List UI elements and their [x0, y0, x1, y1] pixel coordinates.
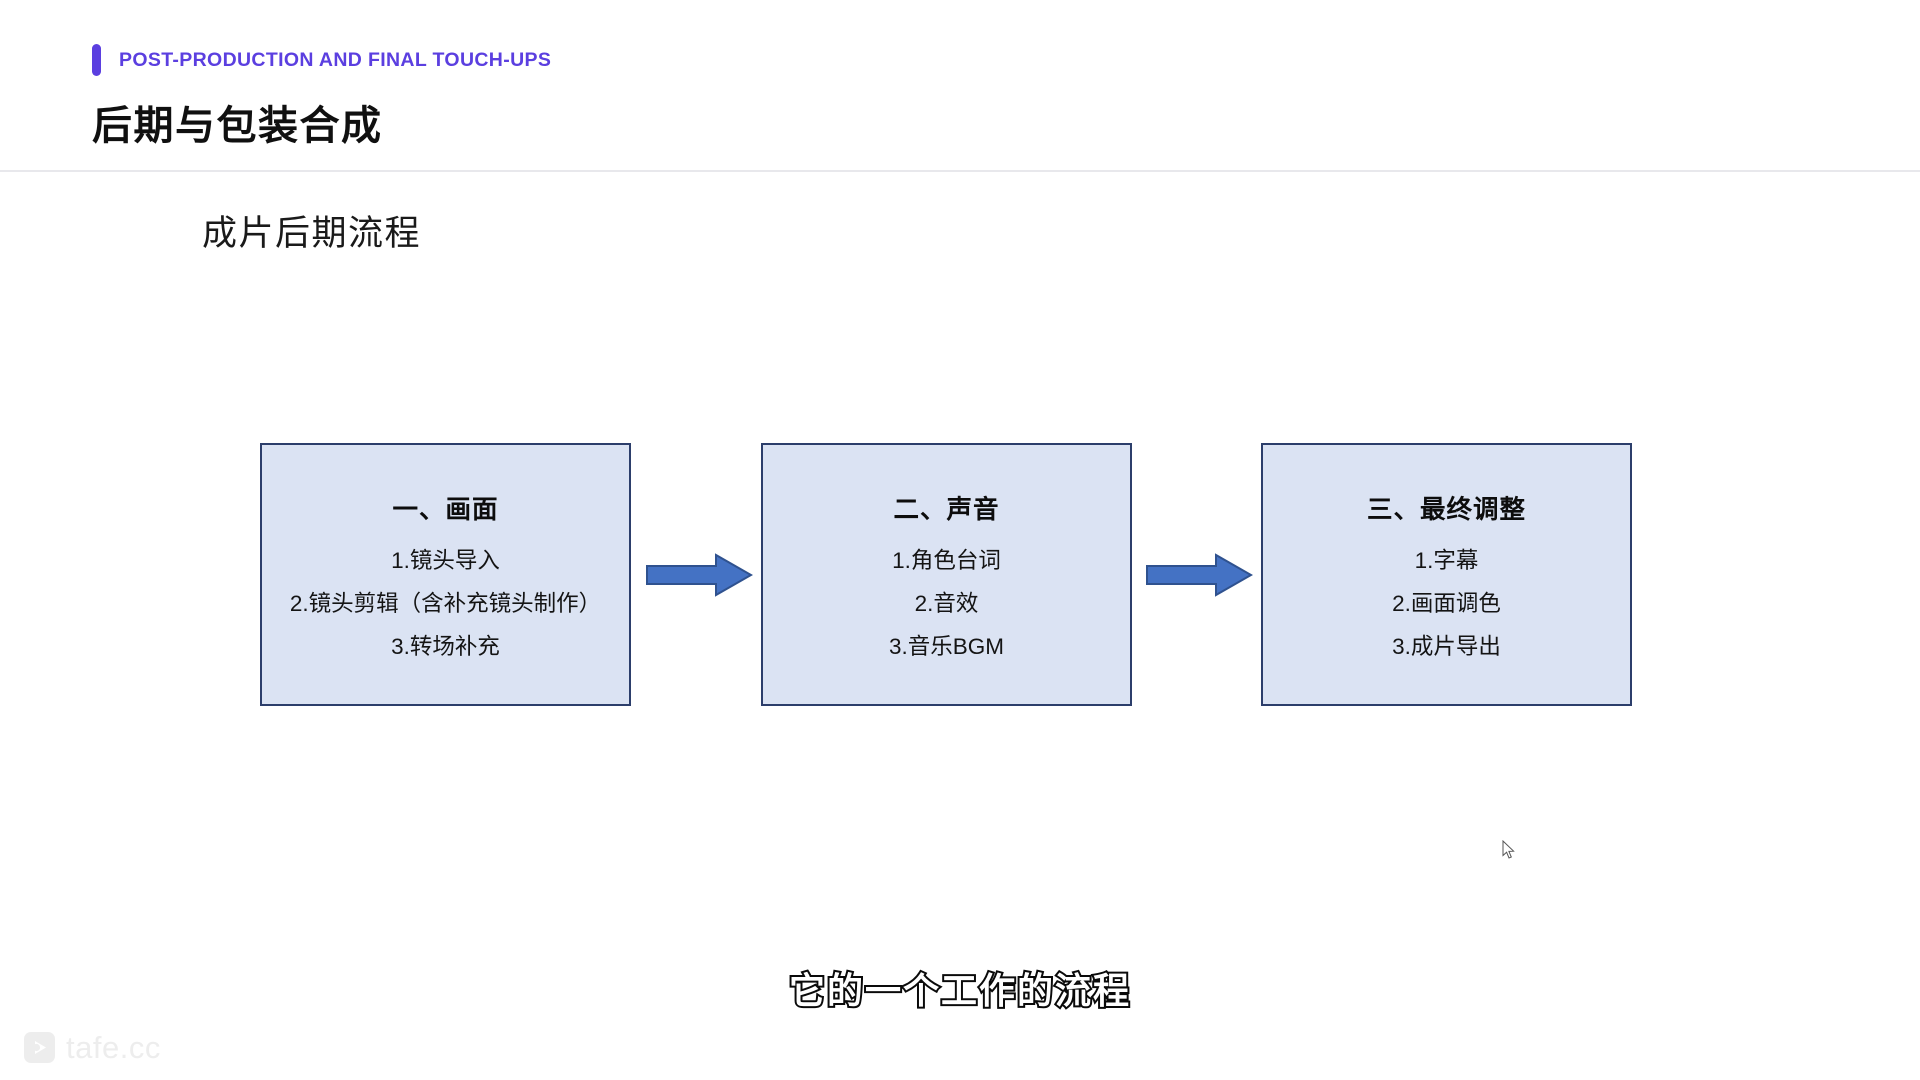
flow-step-box-3: 三、最终调整 1.字幕 2.画面调色 3.成片导出	[1261, 443, 1632, 706]
flow-step-box-1: 一、画面 1.镜头导入 2.镜头剪辑（含补充镜头制作） 3.转场补充	[260, 443, 631, 706]
flow-step-item: 2.画面调色	[1392, 591, 1501, 616]
flow-step-item: 1.镜头导入	[391, 548, 500, 573]
watermark: tafe.cc	[24, 1032, 161, 1063]
header-divider	[0, 170, 1920, 172]
right-arrow-icon	[1146, 553, 1254, 597]
flow-step-item: 2.音效	[914, 591, 979, 616]
flow-step-title: 二、声音	[893, 496, 1000, 524]
slide-header: POST-PRODUCTION AND FINAL TOUCH-UPS 后期与包…	[0, 0, 1920, 172]
right-arrow-icon	[646, 553, 754, 597]
flow-step-item: 1.字幕	[1414, 548, 1479, 573]
watermark-label: tafe.cc	[66, 1030, 161, 1065]
eyebrow-row: POST-PRODUCTION AND FINAL TOUCH-UPS	[92, 44, 551, 76]
play-badge-icon	[24, 1032, 55, 1063]
flow-step-item: 3.成片导出	[1392, 634, 1501, 659]
flow-step-item: 2.镜头剪辑（含补充镜头制作）	[289, 591, 602, 616]
flow-step-box-2: 二、声音 1.角色台词 2.音效 3.音乐BGM	[761, 443, 1132, 706]
flow-step-item: 3.转场补充	[391, 634, 500, 659]
slide-eyebrow-text: POST-PRODUCTION AND FINAL TOUCH-UPS	[119, 48, 552, 71]
accent-bar	[92, 44, 101, 76]
flow-step-title: 一、画面	[392, 496, 499, 524]
video-caption: 它的一个工作的流程	[787, 968, 1131, 1013]
mouse-cursor-icon	[1502, 839, 1516, 860]
section-heading: 成片后期流程	[202, 214, 422, 253]
flow-step-title: 三、最终调整	[1366, 496, 1526, 524]
flow-step-item: 3.音乐BGM	[888, 634, 1005, 659]
flow-step-item: 1.角色台词	[892, 548, 1001, 573]
page-title: 后期与包装合成	[92, 104, 383, 148]
flow-diagram: 一、画面 1.镜头导入 2.镜头剪辑（含补充镜头制作） 3.转场补充 二、声音 …	[0, 443, 1920, 713]
